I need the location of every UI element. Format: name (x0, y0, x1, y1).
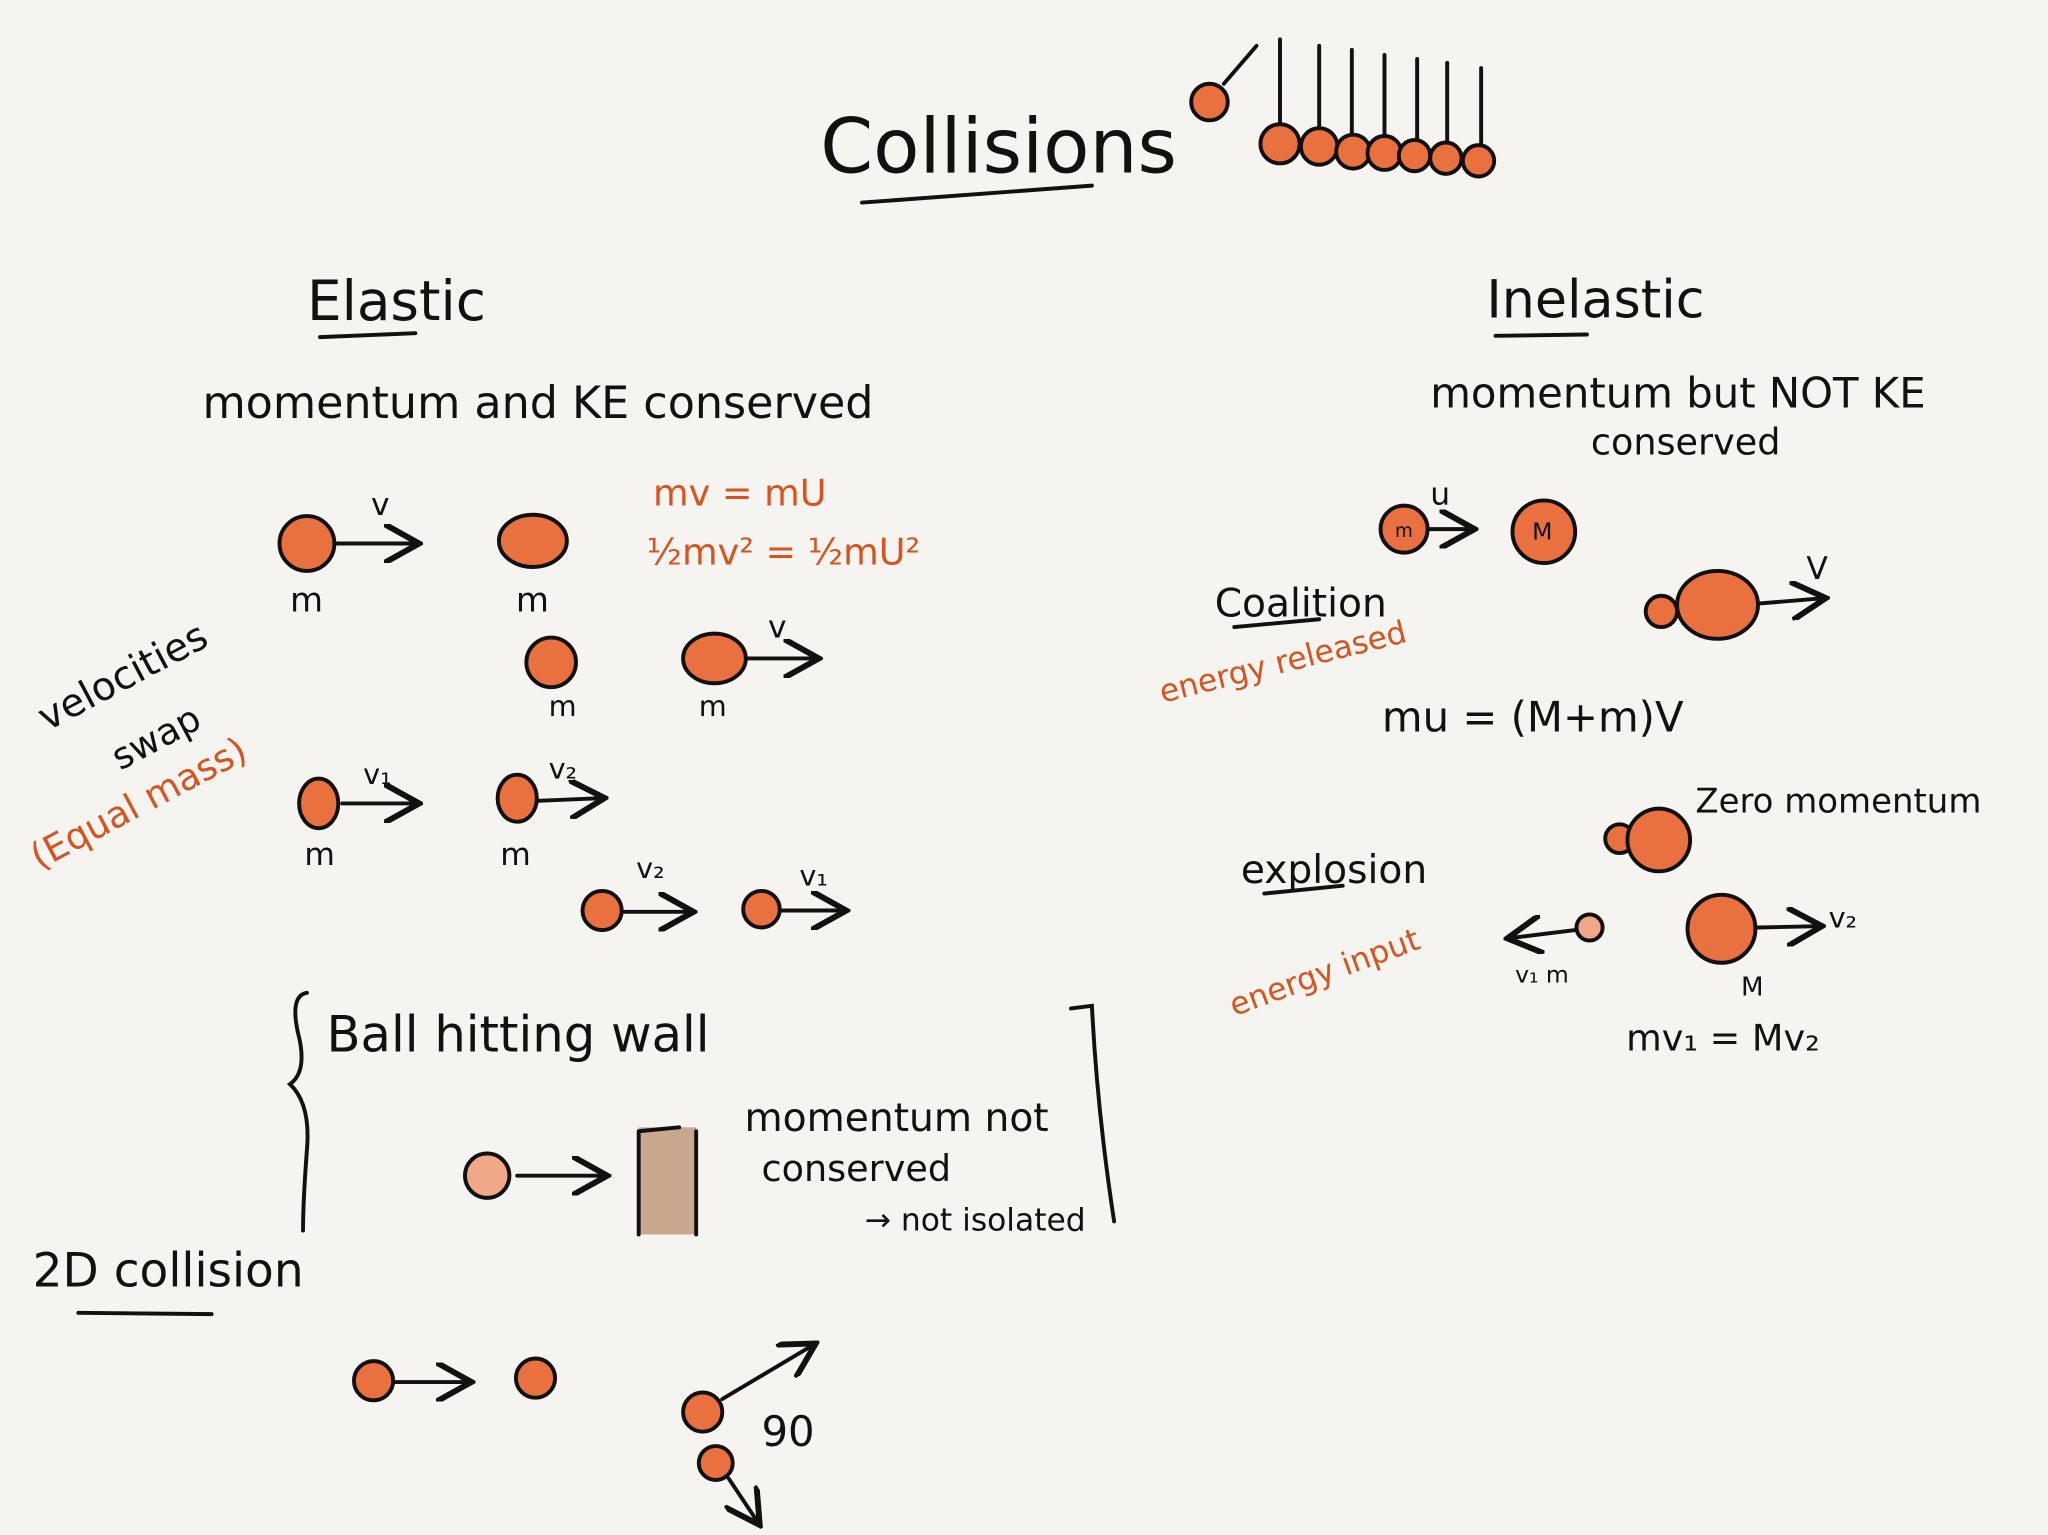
ball (496, 512, 569, 569)
explosion-equation: mv₁ = Mv₂ (1626, 1016, 1820, 1059)
velocity-label: v₁ m (1515, 960, 1569, 988)
inelastic-section: Inelastic momentum but NOT KE conserved … (1156, 271, 1982, 1060)
ball (352, 1359, 396, 1403)
ke-equation: ½mv² = ½mU² (647, 530, 921, 573)
wall-icon (638, 1127, 697, 1235)
ball (741, 888, 782, 930)
elastic-section: Elastic momentum and KE conserved v m m … (23, 269, 1117, 1522)
ball (681, 631, 748, 686)
velocity-label: v₁ (363, 757, 392, 791)
ball (696, 1444, 735, 1482)
mass-label: m (304, 837, 335, 873)
inelastic-subtitle: conserved (1591, 421, 1781, 464)
ball (681, 1390, 725, 1434)
elastic-subtitle: momentum and KE conserved (202, 378, 873, 429)
mass-label: m (549, 689, 577, 723)
ball (1685, 892, 1758, 965)
wall-note: conserved (761, 1147, 951, 1190)
momentum-equation: mv = mU (653, 472, 827, 515)
ball (463, 1151, 512, 1200)
title-underline (860, 183, 1094, 205)
velocity-label: u (1430, 476, 1450, 512)
mass-label: M (1532, 518, 1552, 546)
mass-label: M (1741, 972, 1764, 1002)
energy-released-note: energy released (1156, 614, 1410, 710)
ball (277, 514, 337, 573)
velocity-label: v (768, 610, 787, 646)
ball (580, 888, 624, 933)
page-title: Collisions (820, 103, 1177, 191)
elastic-heading: Elastic (307, 269, 486, 333)
velocity-label: v₂ (636, 851, 665, 885)
ball (1643, 593, 1680, 630)
newtons-cradle-icon (1189, 37, 1497, 179)
ball (513, 1356, 558, 1400)
wall-note: → not isolated (865, 1203, 1086, 1239)
ball (1510, 498, 1578, 566)
energy-input-note: energy input (1225, 922, 1425, 1024)
velocity-label: v (371, 487, 390, 523)
inelastic-subtitle: momentum but NOT KE (1430, 369, 1925, 418)
mass-label: m (500, 837, 531, 873)
ball (524, 635, 578, 690)
velocity-label: v₂ (1829, 901, 1858, 935)
mass-label: m (699, 689, 727, 723)
ball (1675, 568, 1760, 641)
ball (297, 776, 341, 831)
mass-label: m (290, 580, 323, 620)
velocity-label: v₂ (549, 752, 578, 786)
ball (1574, 912, 1605, 943)
zero-momentum-label: Zero momentum (1695, 782, 1981, 822)
2d-collision-heading: 2D collision (33, 1244, 304, 1299)
mass-label: m (1395, 521, 1413, 542)
wall-note: momentum not (744, 1096, 1048, 1141)
angle-label: 90 (761, 1407, 814, 1456)
ball (1625, 806, 1693, 874)
momentum-equation: mu = (M+m)V (1382, 693, 1684, 742)
velocity-label: V (1806, 551, 1828, 587)
ball (495, 772, 539, 824)
velocity-label: v₁ (799, 859, 828, 893)
wall-heading: Ball hitting wall (327, 1006, 710, 1064)
mass-label: m (516, 580, 549, 620)
inelastic-heading: Inelastic (1486, 271, 1704, 331)
